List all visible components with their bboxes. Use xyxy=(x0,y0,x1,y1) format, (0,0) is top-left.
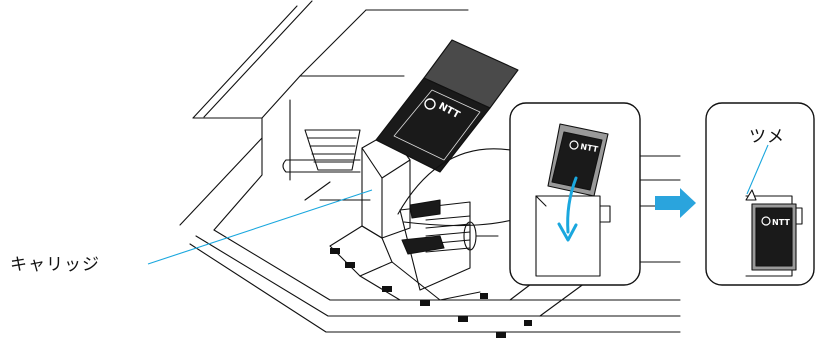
arrow-right-icon xyxy=(655,188,696,218)
tab-label: ツメ xyxy=(749,122,785,147)
carriage-label: キャリッジ xyxy=(10,250,100,275)
cartridge-small-2 xyxy=(752,204,796,270)
svg-text:NTT: NTT xyxy=(772,218,790,227)
zoom-panel-insert xyxy=(510,103,640,285)
